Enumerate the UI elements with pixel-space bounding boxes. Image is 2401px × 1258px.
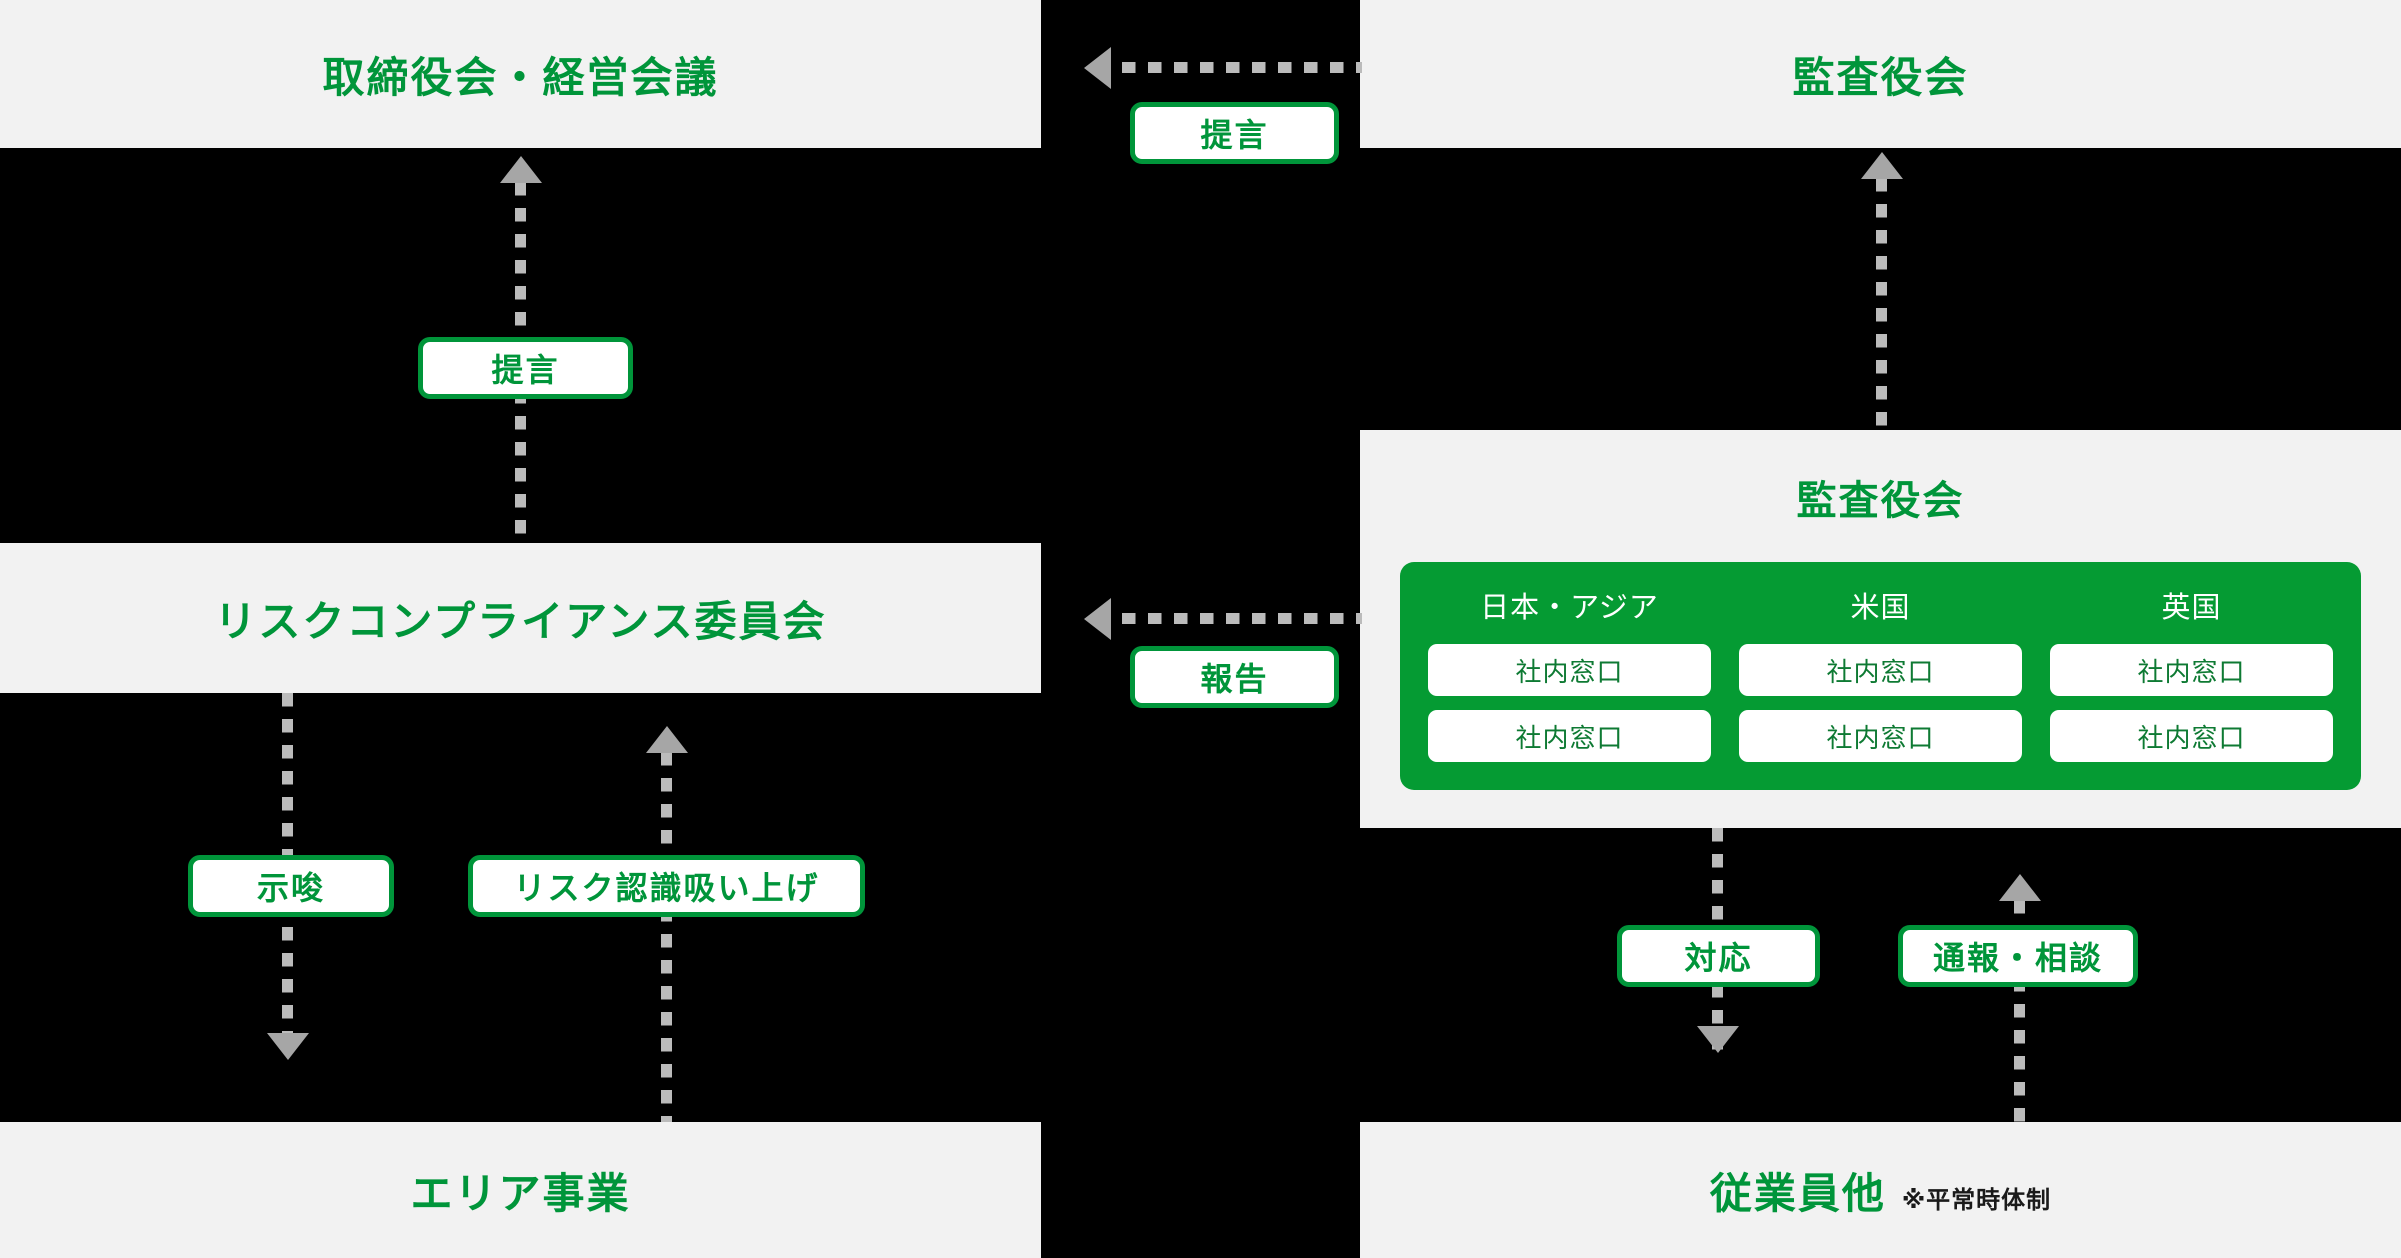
internal-window-box[interactable]: 社内窓口 bbox=[2050, 644, 2333, 696]
arrowhead-left-to-risk bbox=[1084, 598, 1111, 640]
panel-area-business: エリア事業 bbox=[0, 1122, 1041, 1258]
employee-title-group: 従業員他 ※平常時体制 bbox=[1710, 1160, 2051, 1221]
internal-contact-card: 日本・アジア 社内窓口 社内窓口 米国 社内窓口 社内窓口 英国 社内窓口 社内… bbox=[1400, 562, 2361, 790]
panel-employees: 従業員他 ※平常時体制 bbox=[1360, 1122, 2401, 1258]
internal-window-box[interactable]: 社内窓口 bbox=[1739, 710, 2022, 762]
employee-note: ※平常時体制 bbox=[1901, 1186, 2052, 1214]
arrowhead-down-to-employees bbox=[1697, 1026, 1739, 1053]
label-response: 対応 bbox=[1617, 925, 1820, 987]
panel-risk-title: リスクコンプライアンス委員会 bbox=[214, 597, 827, 645]
connector-line-auditmain-to-audittop bbox=[1876, 178, 1887, 430]
label-suggestion-to-board: 提言 bbox=[418, 337, 633, 399]
audit-main-heading: 監査役会 bbox=[1796, 479, 1965, 523]
label-suggestion-to-audit: 提言 bbox=[1130, 102, 1339, 164]
arrowhead-up-to-contacts bbox=[1999, 874, 2041, 901]
connector-line-area-to-risk bbox=[661, 752, 672, 1122]
panel-audit-top-title: 監査役会 bbox=[1792, 53, 1969, 101]
region-column-uk: 英国 社内窓口 社内窓口 bbox=[2050, 584, 2333, 762]
label-implication: 示唆 bbox=[188, 855, 394, 917]
region-label-usa: 米国 bbox=[1850, 592, 1911, 624]
label-risk-pickup: リスク認識吸い上げ bbox=[468, 855, 865, 917]
label-whistleblow: 通報・相談 bbox=[1898, 925, 2138, 987]
connector-line-contacts-to-risk bbox=[1122, 613, 1362, 624]
region-label-japan-asia: 日本・アジア bbox=[1480, 592, 1659, 624]
panel-audit-board-top: 監査役会 bbox=[1360, 0, 2401, 148]
panel-audit-board-main: 監査役会 日本・アジア 社内窓口 社内窓口 米国 社内窓口 社内窓口 英国 社内… bbox=[1360, 430, 2401, 828]
internal-window-box[interactable]: 社内窓口 bbox=[1428, 644, 1711, 696]
arrowhead-left-to-board bbox=[1084, 47, 1111, 89]
arrowhead-down-to-area bbox=[267, 1033, 309, 1060]
arrowhead-up-to-audit-top bbox=[1861, 152, 1903, 179]
arrowhead-up-to-board bbox=[500, 156, 542, 183]
panel-board-of-directors: 取締役会・経営会議 bbox=[0, 0, 1041, 148]
internal-window-box[interactable]: 社内窓口 bbox=[1428, 710, 1711, 762]
panel-area-title: エリア事業 bbox=[410, 1169, 631, 1217]
panel-employee-title: 従業員他 bbox=[1709, 1169, 1886, 1217]
region-label-uk: 英国 bbox=[2161, 592, 2222, 624]
connector-line-employees-to-contacts bbox=[2014, 900, 2025, 1122]
internal-window-box[interactable]: 社内窓口 bbox=[2050, 710, 2333, 762]
internal-window-box[interactable]: 社内窓口 bbox=[1739, 644, 2022, 696]
panel-board-title: 取締役会・経営会議 bbox=[322, 53, 719, 101]
region-column-usa: 米国 社内窓口 社内窓口 bbox=[1739, 584, 2022, 762]
connector-line-audit-to-board bbox=[1122, 62, 1362, 73]
region-column-japan-asia: 日本・アジア 社内窓口 社内窓口 bbox=[1428, 584, 1711, 762]
panel-risk-compliance-committee: リスクコンプライアンス委員会 bbox=[0, 543, 1041, 693]
label-report: 報告 bbox=[1130, 646, 1339, 708]
arrowhead-up-to-risk bbox=[646, 726, 688, 753]
